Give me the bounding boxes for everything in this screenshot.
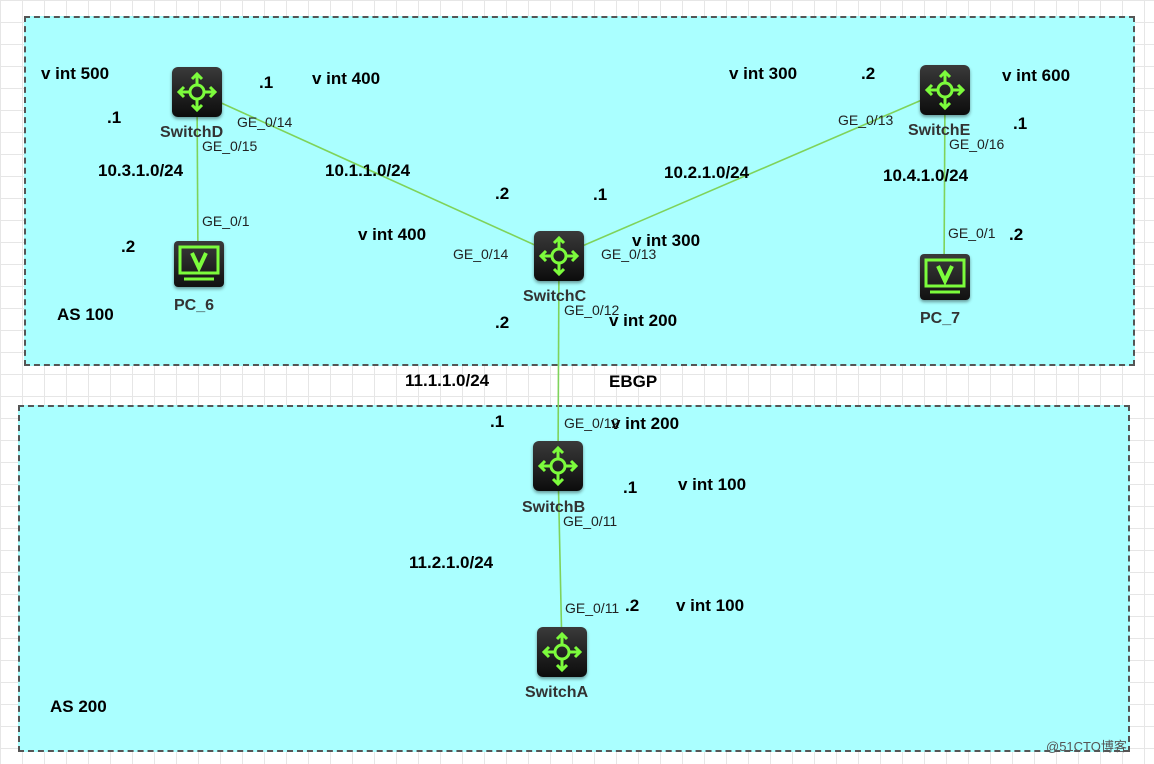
- switch-d-icon[interactable]: [172, 67, 222, 117]
- port-label: GE_0/11: [565, 600, 620, 616]
- subnet-label: 10.2.1.0/24: [664, 163, 750, 182]
- host-id: .1: [490, 412, 505, 431]
- switch-b-icon[interactable]: [533, 441, 583, 491]
- port-label: GE_0/12: [564, 302, 620, 318]
- link-e-pc7: [943, 89, 946, 279]
- vlan-label: v int 400: [312, 69, 381, 88]
- port-label: GE_0/13: [838, 112, 894, 128]
- link-d-c: [196, 91, 560, 257]
- switch-a-name: SwitchA: [525, 684, 589, 701]
- subnet-label: 10.3.1.0/24: [98, 161, 184, 180]
- host-id: .1: [259, 73, 274, 92]
- switch-c-name: SwitchC: [523, 288, 587, 305]
- host-id: .2: [121, 237, 136, 256]
- switch-d-name: SwitchD: [160, 124, 224, 141]
- link-d-pc6: [196, 91, 199, 265]
- port-label: GE_0/15: [202, 138, 258, 154]
- vlan-label: v int 300: [729, 64, 798, 83]
- as200-label: AS 200: [50, 697, 107, 716]
- port-label: GE_0/1: [202, 213, 250, 229]
- link-c-e: [558, 89, 946, 257]
- port-label: GE_0/1: [948, 225, 996, 241]
- switch-e-name: SwitchE: [908, 122, 971, 139]
- port-label: GE_0/13: [601, 246, 657, 262]
- vlan-label: v int 100: [676, 596, 745, 615]
- pc6-icon[interactable]: [174, 241, 224, 287]
- host-id: .2: [495, 184, 510, 203]
- link-b-a: [557, 465, 563, 653]
- vlan-label: v int 200: [611, 414, 680, 433]
- switch-c-icon[interactable]: [534, 231, 584, 281]
- ebgp-label: EBGP: [609, 372, 658, 391]
- host-id: .1: [1013, 114, 1028, 133]
- port-label: GE_0/12: [564, 415, 620, 431]
- pc6-name: PC_6: [174, 297, 215, 314]
- subnet-label: 11.2.1.0/24: [409, 553, 494, 572]
- watermark: @51CTO博客: [1046, 739, 1127, 754]
- as100-label: AS 100: [57, 305, 114, 324]
- host-id: .1: [593, 185, 608, 204]
- subnet-label: 10.1.1.0/24: [325, 161, 411, 180]
- host-id: .2: [1009, 225, 1024, 244]
- port-label: GE_0/14: [453, 246, 509, 262]
- host-id: .2: [861, 64, 876, 83]
- pc7-icon[interactable]: [920, 254, 970, 300]
- vlan-label: v int 300: [632, 231, 701, 250]
- port-label: GE_0/11: [563, 513, 618, 529]
- switch-b-name: SwitchB: [522, 499, 586, 516]
- pc7-name: PC_7: [920, 310, 961, 327]
- port-label: GE_0/14: [237, 114, 293, 130]
- subnet-label: 11.1.1.0/24: [405, 371, 490, 390]
- subnet-label: 10.4.1.0/24: [883, 166, 969, 185]
- vlan-label: v int 500: [41, 64, 110, 83]
- host-id: .1: [623, 478, 638, 497]
- host-id: .1: [107, 108, 122, 127]
- switch-a-icon[interactable]: [537, 627, 587, 677]
- switch-e-icon[interactable]: [920, 65, 970, 115]
- vlan-label: v int 200: [609, 311, 678, 330]
- port-label: GE_0/16: [949, 136, 1005, 152]
- link-c-b: [557, 255, 560, 467]
- vlan-label: v int 100: [678, 475, 747, 494]
- host-id: .2: [495, 313, 510, 332]
- host-id: .2: [625, 596, 640, 615]
- vlan-label: v int 600: [1002, 66, 1071, 85]
- vlan-label: v int 400: [358, 225, 427, 244]
